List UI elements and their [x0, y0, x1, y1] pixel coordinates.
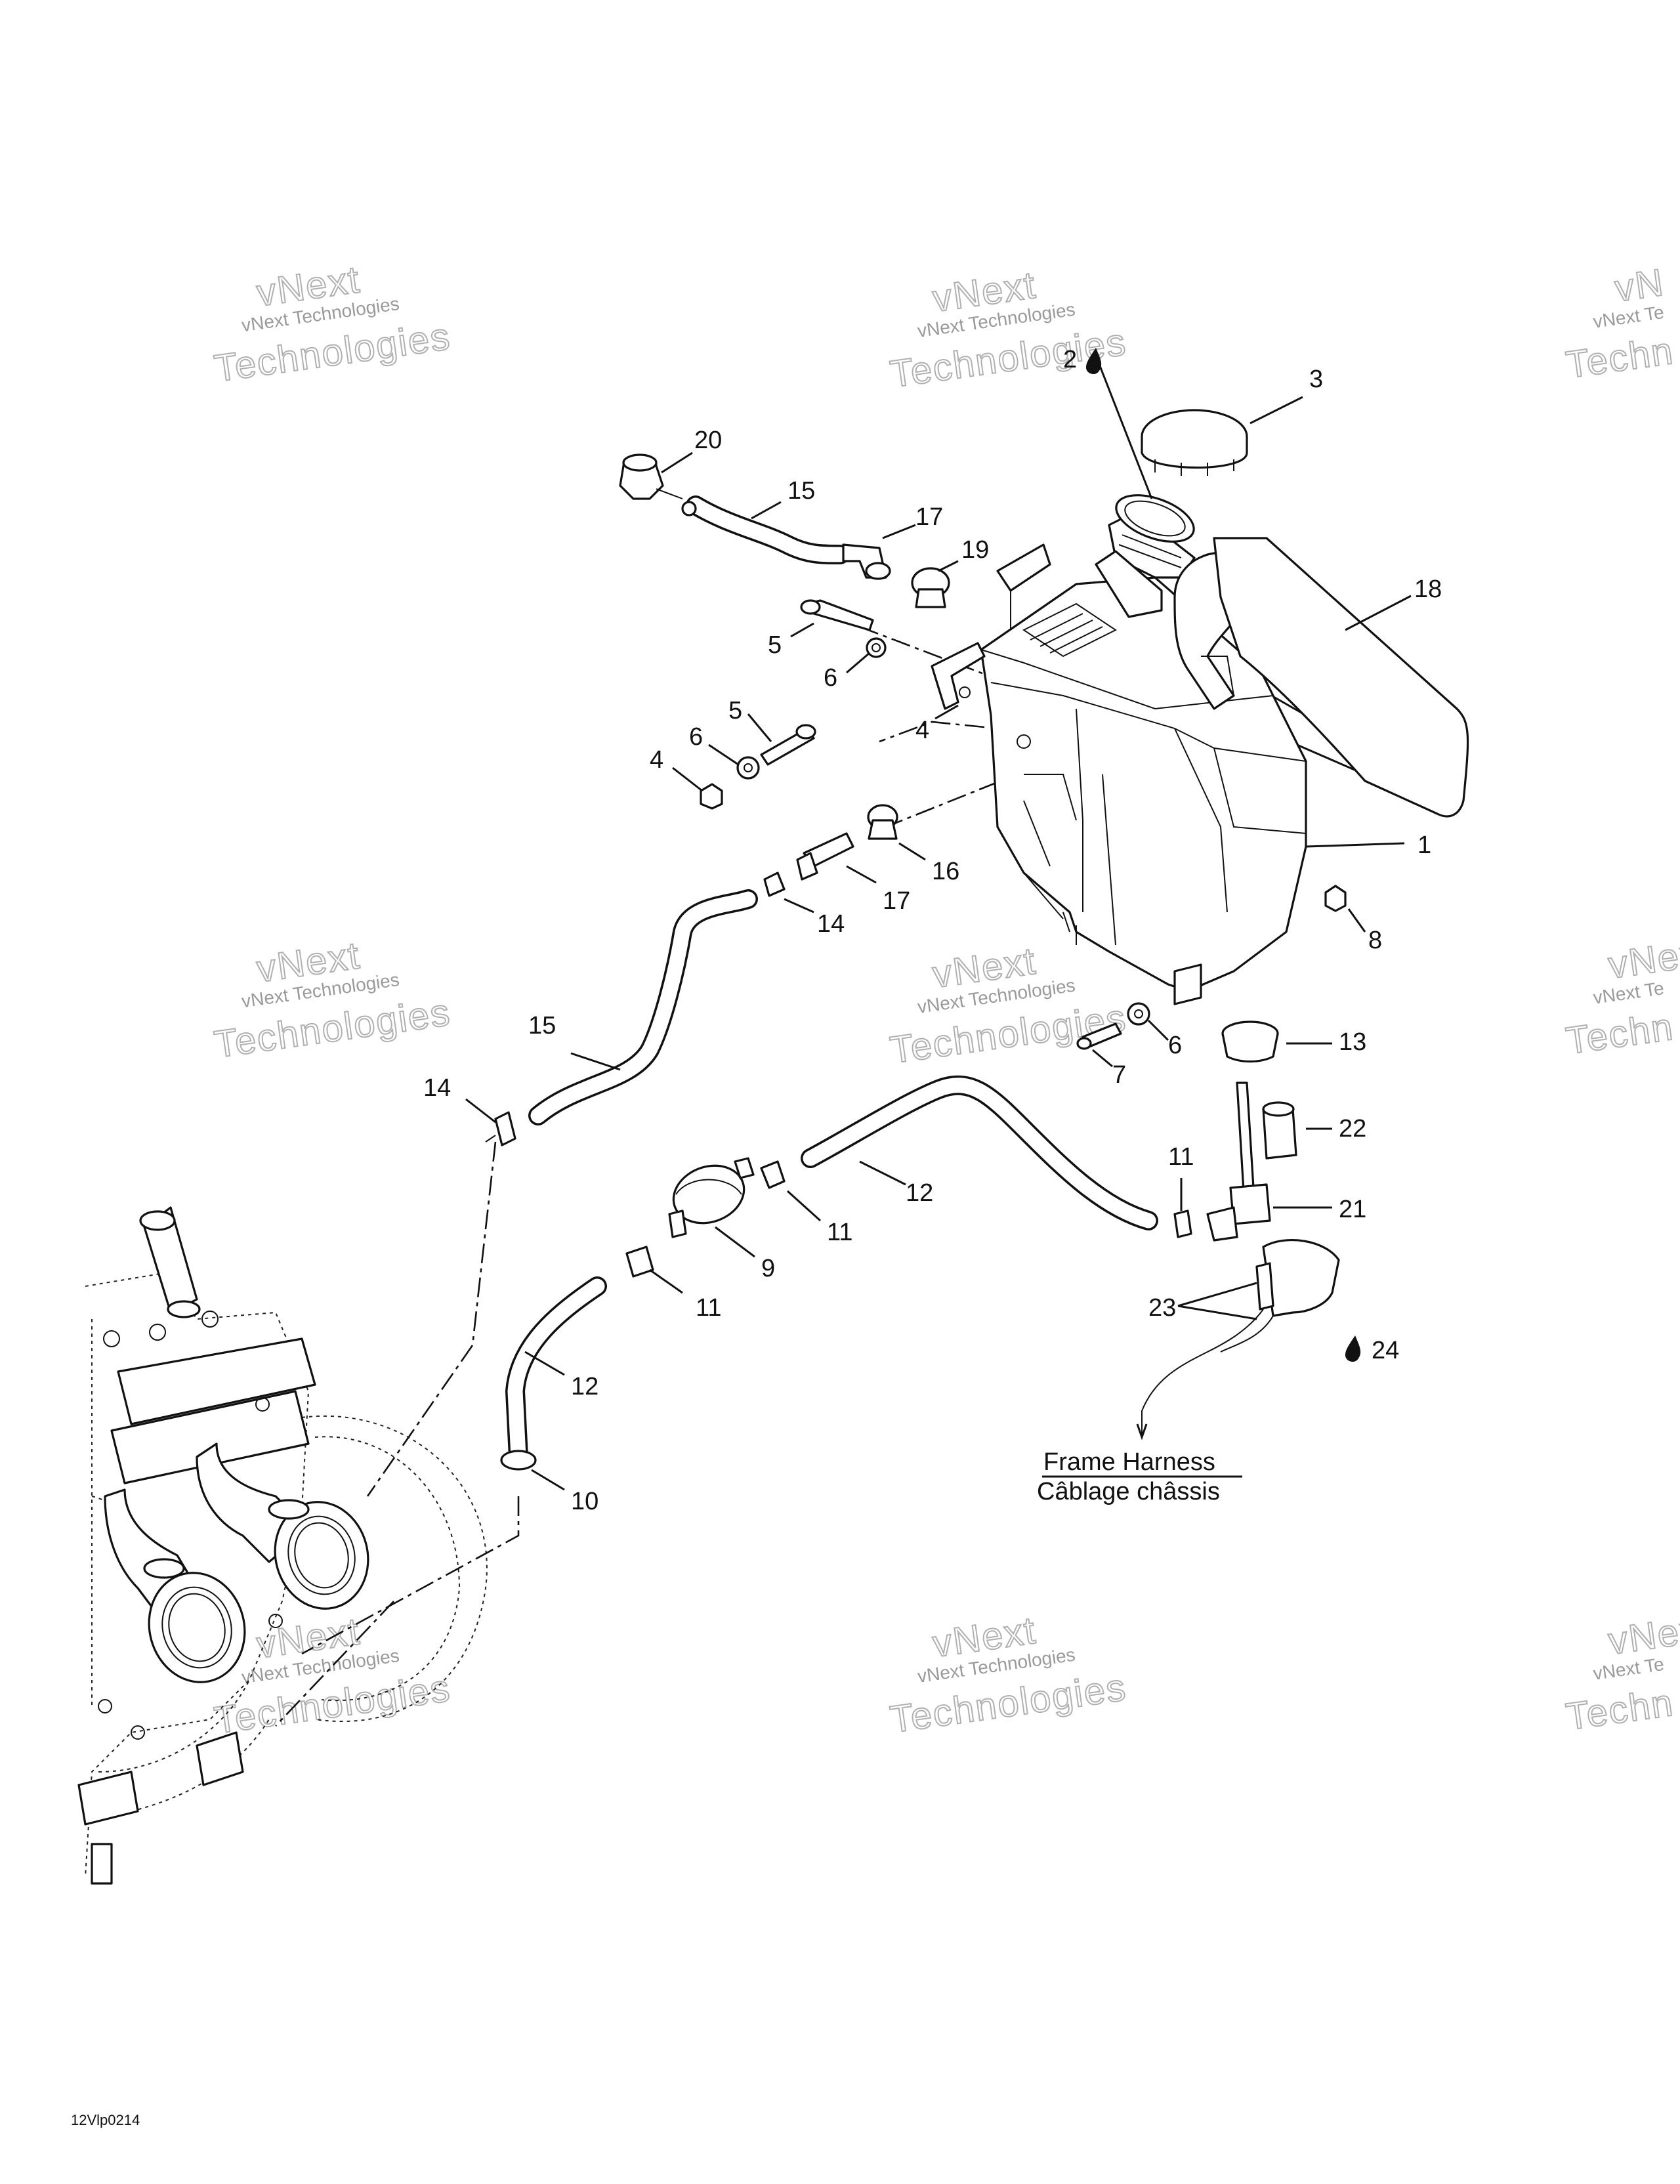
- callout-23: 23: [1148, 1294, 1176, 1322]
- callout-1: 1: [1418, 831, 1431, 859]
- watermark-text: vN: [1612, 261, 1667, 310]
- callout-14: 14: [817, 910, 845, 938]
- frame-harness-label: Frame Harness Câblage châssis: [1037, 1448, 1242, 1505]
- dashed-routing-lines: [275, 625, 1366, 1727]
- callout-3: 3: [1309, 366, 1323, 393]
- callout-24: 24: [1372, 1337, 1399, 1364]
- oil-cap: [1141, 409, 1248, 476]
- callout-17: 17: [915, 503, 943, 531]
- callout-10: 10: [571, 1488, 598, 1515]
- callout-15: 15: [528, 1012, 556, 1040]
- watermark-text: vNext: [1606, 1606, 1680, 1662]
- callout-6: 6: [1168, 1032, 1182, 1059]
- callout-5: 5: [768, 631, 782, 659]
- figure-reference: 12Vlp0214: [71, 2112, 140, 2128]
- callout-7: 7: [1112, 1061, 1126, 1089]
- engine-assembly: [77, 1206, 488, 1885]
- callout-13: 13: [1339, 1028, 1366, 1056]
- callout-12: 12: [571, 1373, 598, 1400]
- callout-17: 17: [883, 887, 910, 915]
- callout-12: 12: [906, 1179, 933, 1207]
- leader-lines: [465, 348, 1412, 1491]
- callout-4: 4: [915, 717, 929, 744]
- harness-label-french: Câblage châssis: [1037, 1478, 1220, 1505]
- tank-shield-plate: [1213, 537, 1469, 818]
- callout-11: 11: [827, 1219, 852, 1246]
- callout-5: 5: [728, 697, 742, 724]
- watermark-text: vNext: [1606, 930, 1680, 986]
- watermark-group: vNext vNext Technologies Technologies vN…: [211, 257, 1680, 1743]
- callout-11: 11: [1168, 1143, 1194, 1171]
- callout-21: 21: [1339, 1196, 1366, 1223]
- watermark-text: Techn: [1563, 1005, 1676, 1062]
- callout-6: 6: [689, 723, 703, 751]
- hose-routing: [505, 495, 1158, 1467]
- callout-2: 2: [1063, 346, 1077, 373]
- oil-tank: [980, 494, 1307, 1005]
- callout-19: 19: [961, 536, 989, 564]
- callout-6: 6: [824, 664, 837, 692]
- callout-8: 8: [1368, 927, 1382, 954]
- callout-22: 22: [1339, 1115, 1366, 1143]
- callout-15: 15: [788, 477, 815, 505]
- callout-9: 9: [761, 1255, 775, 1282]
- callout-14: 14: [423, 1074, 451, 1102]
- oil-drop-icon: [1345, 1335, 1361, 1362]
- watermark-text: vNext Te: [1592, 1654, 1666, 1684]
- watermark-text: Techn: [1563, 1681, 1676, 1738]
- callout-16: 16: [932, 858, 959, 885]
- callout-18: 18: [1414, 576, 1442, 603]
- oil-drop-icon: [1086, 348, 1102, 375]
- callout-20: 20: [694, 427, 722, 454]
- callout-4: 4: [650, 746, 663, 774]
- watermark-text: vNext Te: [1592, 978, 1666, 1008]
- callout-11: 11: [696, 1294, 721, 1322]
- watermark-text: vNext Te: [1592, 302, 1666, 332]
- small-parts: [485, 453, 1347, 1471]
- watermark-text: Techn: [1563, 329, 1676, 387]
- harness-label-english: Frame Harness: [1043, 1448, 1215, 1476]
- callout-numbers: 1 2 3 4 4 5 5 6 6 6 7 8 9 10 11 11 11 12…: [423, 346, 1442, 1515]
